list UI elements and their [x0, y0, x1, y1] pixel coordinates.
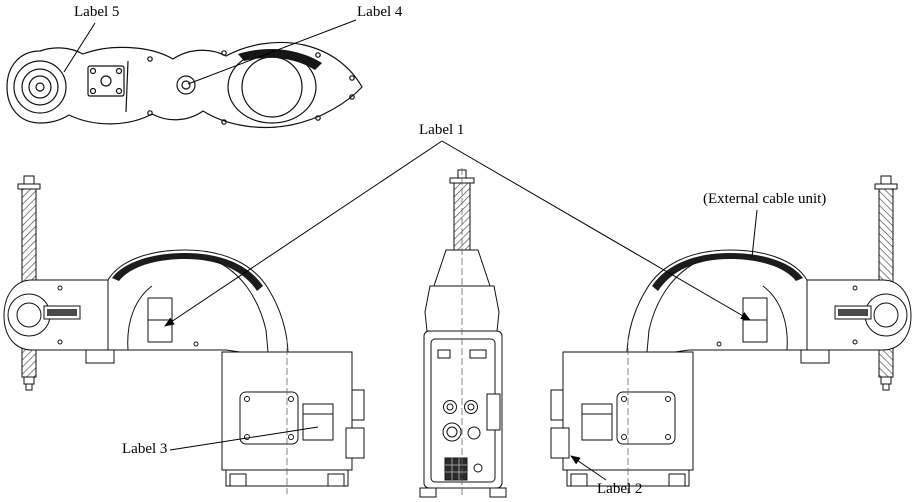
left-side-view-drawing: [3, 175, 365, 495]
label-2-leader: [570, 455, 607, 481]
label-4-leader: [187, 19, 357, 85]
label-2-text: Label 2: [597, 481, 643, 497]
label-1-leader-left: [164, 140, 443, 327]
external-cable-unit-leader: [751, 209, 758, 258]
right-side-view-drawing: [550, 175, 912, 495]
external-cable-unit-text: (External cable unit): [703, 191, 827, 207]
label-4-text: Label 4: [357, 4, 403, 20]
label-5-leader: [63, 22, 96, 73]
label-1-text: Label 1: [419, 122, 465, 138]
rear-view-drawing: [419, 168, 507, 498]
label-5-text: Label 5: [74, 4, 120, 20]
label-1-leader-right: [441, 140, 751, 321]
leader-lines: [63, 19, 758, 481]
top-view-drawing: [6, 41, 363, 129]
label-3-text: Label 3: [122, 441, 168, 457]
label-3-leader: [169, 426, 319, 451]
